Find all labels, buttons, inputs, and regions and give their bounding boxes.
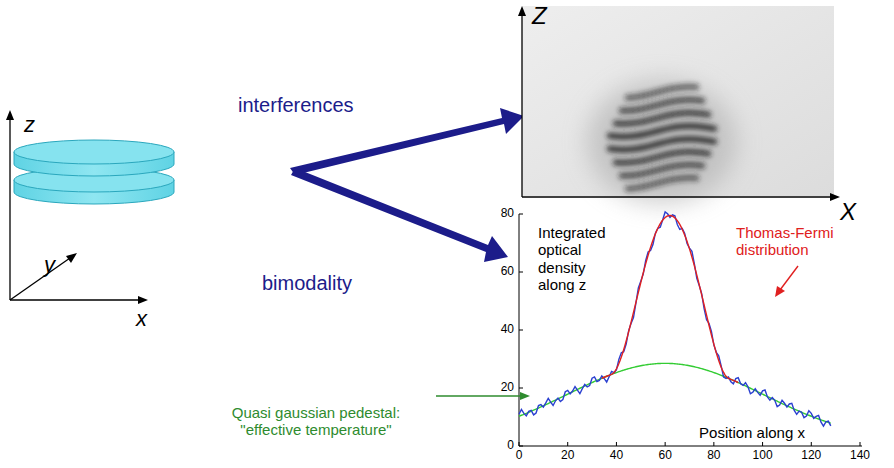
axis-title: Integrated optical density along z [538, 224, 620, 293]
tick-label: 40 [501, 323, 514, 337]
tick-label: 80 [707, 449, 720, 463]
tick-label: 120 [801, 449, 821, 463]
leader-lines [436, 266, 798, 400]
fringe [622, 165, 702, 176]
curve-label: Quasi gaussian pedestal: "effective temp… [201, 404, 431, 439]
axis-label: y [44, 252, 55, 277]
tick-label: 100 [753, 449, 773, 463]
fringe [616, 113, 708, 124]
curve-label: Thomas-Fermi distribution [736, 224, 854, 259]
arrow-label: interferences [238, 94, 354, 117]
fringe [622, 100, 702, 111]
axis-title: Position along x [699, 424, 805, 441]
axis-label: x [136, 306, 147, 331]
axis-label: Z [532, 2, 547, 30]
fringe [628, 178, 696, 189]
arrow-label: bimodality [262, 272, 352, 295]
tick-label: 20 [561, 449, 574, 463]
tick-label: 60 [501, 265, 514, 279]
fringe [616, 152, 708, 163]
tick-label: 0 [507, 439, 514, 453]
fringe [610, 126, 714, 137]
axis-label: X [840, 198, 856, 226]
tick-label: 140 [850, 449, 870, 463]
fringe [610, 139, 714, 150]
coordinate-axes [6, 110, 148, 304]
image-axes [518, 6, 840, 201]
tick-label: 0 [516, 449, 523, 463]
fringe [628, 87, 696, 98]
density-chart [519, 212, 862, 446]
thomas-fermi-fit [602, 216, 738, 383]
tick-label: 40 [610, 449, 623, 463]
absorption-image [522, 6, 834, 204]
gaussian-fit [519, 363, 831, 423]
tick-label: 60 [658, 449, 671, 463]
tick-label: 20 [501, 381, 514, 395]
tick-label: 80 [501, 207, 514, 221]
axis-label: z [24, 112, 35, 137]
process-arrows [290, 108, 524, 262]
pancake-discs [14, 140, 174, 204]
